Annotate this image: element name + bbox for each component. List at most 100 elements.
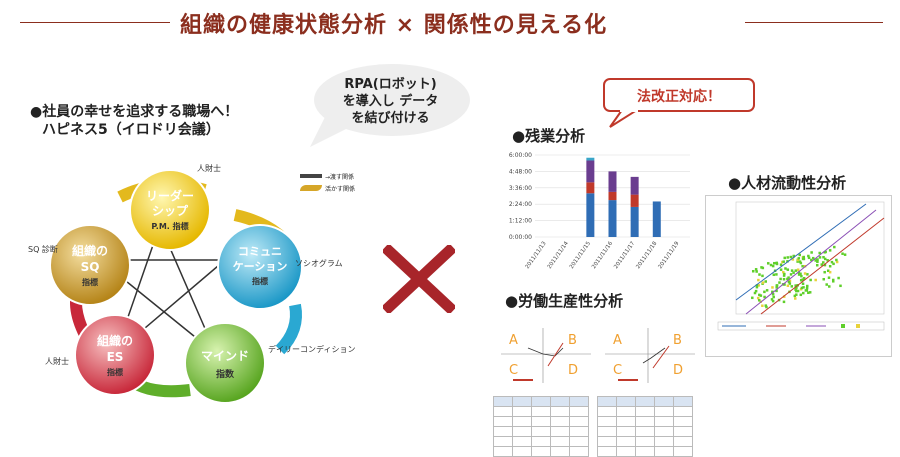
legend-label-use: 活かす関係 <box>325 185 356 193</box>
mobility-heading: ●人材流動性分析 <box>728 174 847 192</box>
mobility-point <box>822 277 825 281</box>
overtime-bar-segment <box>586 160 595 183</box>
rpa-bubble-line2: を導入し データ <box>342 94 439 109</box>
mobility-point <box>760 266 763 269</box>
mobility-scatter-chart <box>717 201 885 331</box>
circle-communication: コミュニ ケーション 指標 <box>217 224 303 310</box>
mobility-point <box>794 288 797 291</box>
mobility-point <box>758 273 761 276</box>
mobility-point <box>775 289 778 293</box>
mobility-point <box>798 253 802 257</box>
mobility-point <box>786 256 789 259</box>
mobility-point <box>781 260 784 264</box>
mobility-point <box>757 299 761 302</box>
mobility-point <box>751 269 755 273</box>
mobility-point <box>820 263 823 266</box>
circle-sq-line1: 組織の <box>72 243 108 258</box>
overtime-bar-segment <box>630 194 639 207</box>
quadrant-c-right: C <box>613 363 622 378</box>
mobility-point <box>807 291 810 295</box>
overtime-x-tick: 2011/11/14 <box>547 240 570 270</box>
mobility-points <box>751 245 847 309</box>
page-title: 組織の健康状態分析 × 関係性の見える化 <box>180 13 608 38</box>
circle-mind: マインド 指数 <box>184 322 266 404</box>
mobility-point <box>755 284 759 287</box>
mobility-point <box>823 257 827 261</box>
happiness-heading: ●社員の幸せを追求する職場へ！ ハピネス5（イロドリ会議） <box>30 103 238 139</box>
overtime-y-tick: 3:36:00 <box>509 185 532 192</box>
mobility-point <box>782 274 786 277</box>
circle-communication-line2: ケーション <box>233 260 288 273</box>
productivity-table-right <box>597 396 693 457</box>
mobility-point <box>791 258 795 261</box>
quadrant-b-right: B <box>673 333 682 348</box>
mobility-point <box>771 286 774 289</box>
mobility-point <box>787 276 790 279</box>
overtime-bar-segment <box>630 206 639 237</box>
relation-legend: →渡す関係 活かす関係 <box>300 170 362 194</box>
label-daily-condition: デイリーコンディション <box>268 345 356 354</box>
quadrant-chart-left: A B C D <box>501 328 591 383</box>
overtime-y-tick: 4:48:00 <box>509 168 532 175</box>
rpa-bubble-line3: を結び付ける <box>351 111 430 126</box>
mobility-point <box>807 256 811 260</box>
mobility-point <box>797 257 801 260</box>
mobility-point <box>761 304 764 307</box>
mobility-point <box>833 245 836 249</box>
mobility-point <box>761 281 765 284</box>
mobility-point <box>754 289 758 293</box>
mobility-point <box>802 286 805 289</box>
mobility-point <box>772 273 776 277</box>
mobility-point <box>786 284 790 288</box>
mobility-point <box>771 264 775 268</box>
arrow-icon <box>300 174 322 178</box>
mobility-point <box>823 263 827 267</box>
mobility-point <box>764 280 767 283</box>
happiness-heading-line1: ●社員の幸せを追求する職場へ！ <box>30 104 239 120</box>
mobility-point <box>803 272 807 275</box>
circle-leadership-line1: リーダー <box>146 188 194 203</box>
arc-blue <box>275 303 302 355</box>
mobility-point <box>839 284 842 288</box>
mobility-point <box>822 261 825 264</box>
mobility-point <box>782 295 786 298</box>
overtime-bar-segment <box>586 182 595 194</box>
productivity-tables <box>493 396 698 457</box>
mobility-point <box>801 264 804 268</box>
overtime-x-tick: 2011/11/15 <box>569 240 592 270</box>
mobility-point <box>772 261 776 265</box>
overtime-y-tick: 1:12:00 <box>509 218 532 225</box>
circle-es-line1: 組織の <box>97 333 133 348</box>
rpa-bubble-text: RPA(ロボット) を導入し データ を結び付ける <box>318 76 463 127</box>
circle-communication-line1: コミュニ <box>238 245 282 258</box>
mobility-point <box>775 261 778 265</box>
mobility-point <box>770 298 774 301</box>
title-rule-right <box>745 22 883 23</box>
mobility-point <box>805 286 809 290</box>
overtime-x-tick: 2011/11/13 <box>525 240 548 270</box>
mobility-point <box>794 297 797 300</box>
cross-icon <box>383 245 455 313</box>
mobility-point <box>758 293 761 297</box>
mobility-point <box>782 277 786 281</box>
mobility-point <box>779 277 782 281</box>
circle-sq: 組織の SQ 指標 <box>49 224 131 306</box>
mobility-point <box>757 284 761 287</box>
mobility-point <box>795 286 798 289</box>
legend-item-give: →渡す関係 <box>300 170 362 182</box>
mobility-point <box>771 290 774 294</box>
mobility-point <box>786 277 789 281</box>
label-sociogram: ソシオグラム <box>295 259 343 268</box>
mobility-point <box>802 257 806 261</box>
mobility-point <box>782 260 785 263</box>
quadrant-chart-right: A B C D <box>605 328 695 383</box>
legend-label-give: →渡す関係 <box>325 173 355 181</box>
mobility-point <box>775 286 778 289</box>
mobility-point <box>790 269 794 272</box>
mobility-point <box>797 273 801 276</box>
legal-callout-text: 法改正対応！ <box>637 89 721 105</box>
happiness-5-diagram: リーダー シップ P.M. 指標 コミュニ ケーション 指標 マインド 指数 組… <box>49 169 303 404</box>
mobility-point <box>832 280 835 283</box>
mobility-point <box>783 283 786 286</box>
mobility-point <box>775 284 779 287</box>
